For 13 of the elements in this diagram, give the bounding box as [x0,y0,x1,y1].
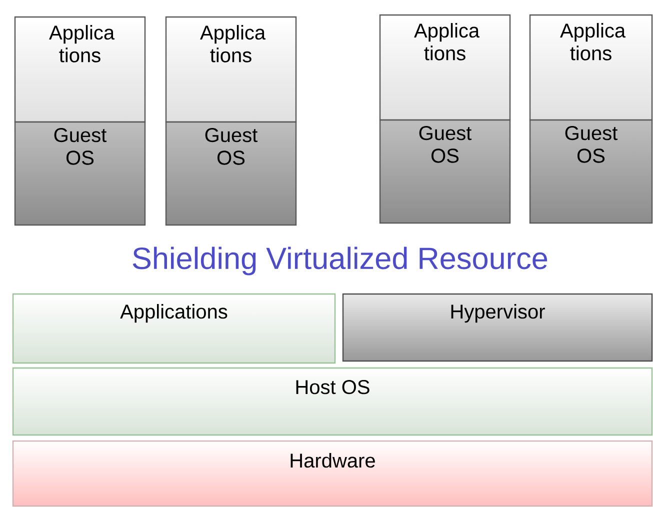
hypervisor-layer: Hypervisor [342,293,653,362]
application-box: Applica tions [529,14,653,121]
hardware-layer: Hardware [12,440,653,507]
guest-os-box: Guest OS [165,121,297,226]
application-box: Applica tions [165,16,297,123]
guest-os-box: Guest OS [14,121,146,226]
guest-os-box: Guest OS [529,119,653,224]
application-layer: Applications [12,293,336,364]
guest-os-box: Guest OS [379,119,511,224]
title: Shielding Virtualized Resource [132,246,548,276]
host-os-layer: Host OS [12,367,653,436]
application-box: Applica tions [14,16,146,123]
application-box: Applica tions [379,14,511,121]
